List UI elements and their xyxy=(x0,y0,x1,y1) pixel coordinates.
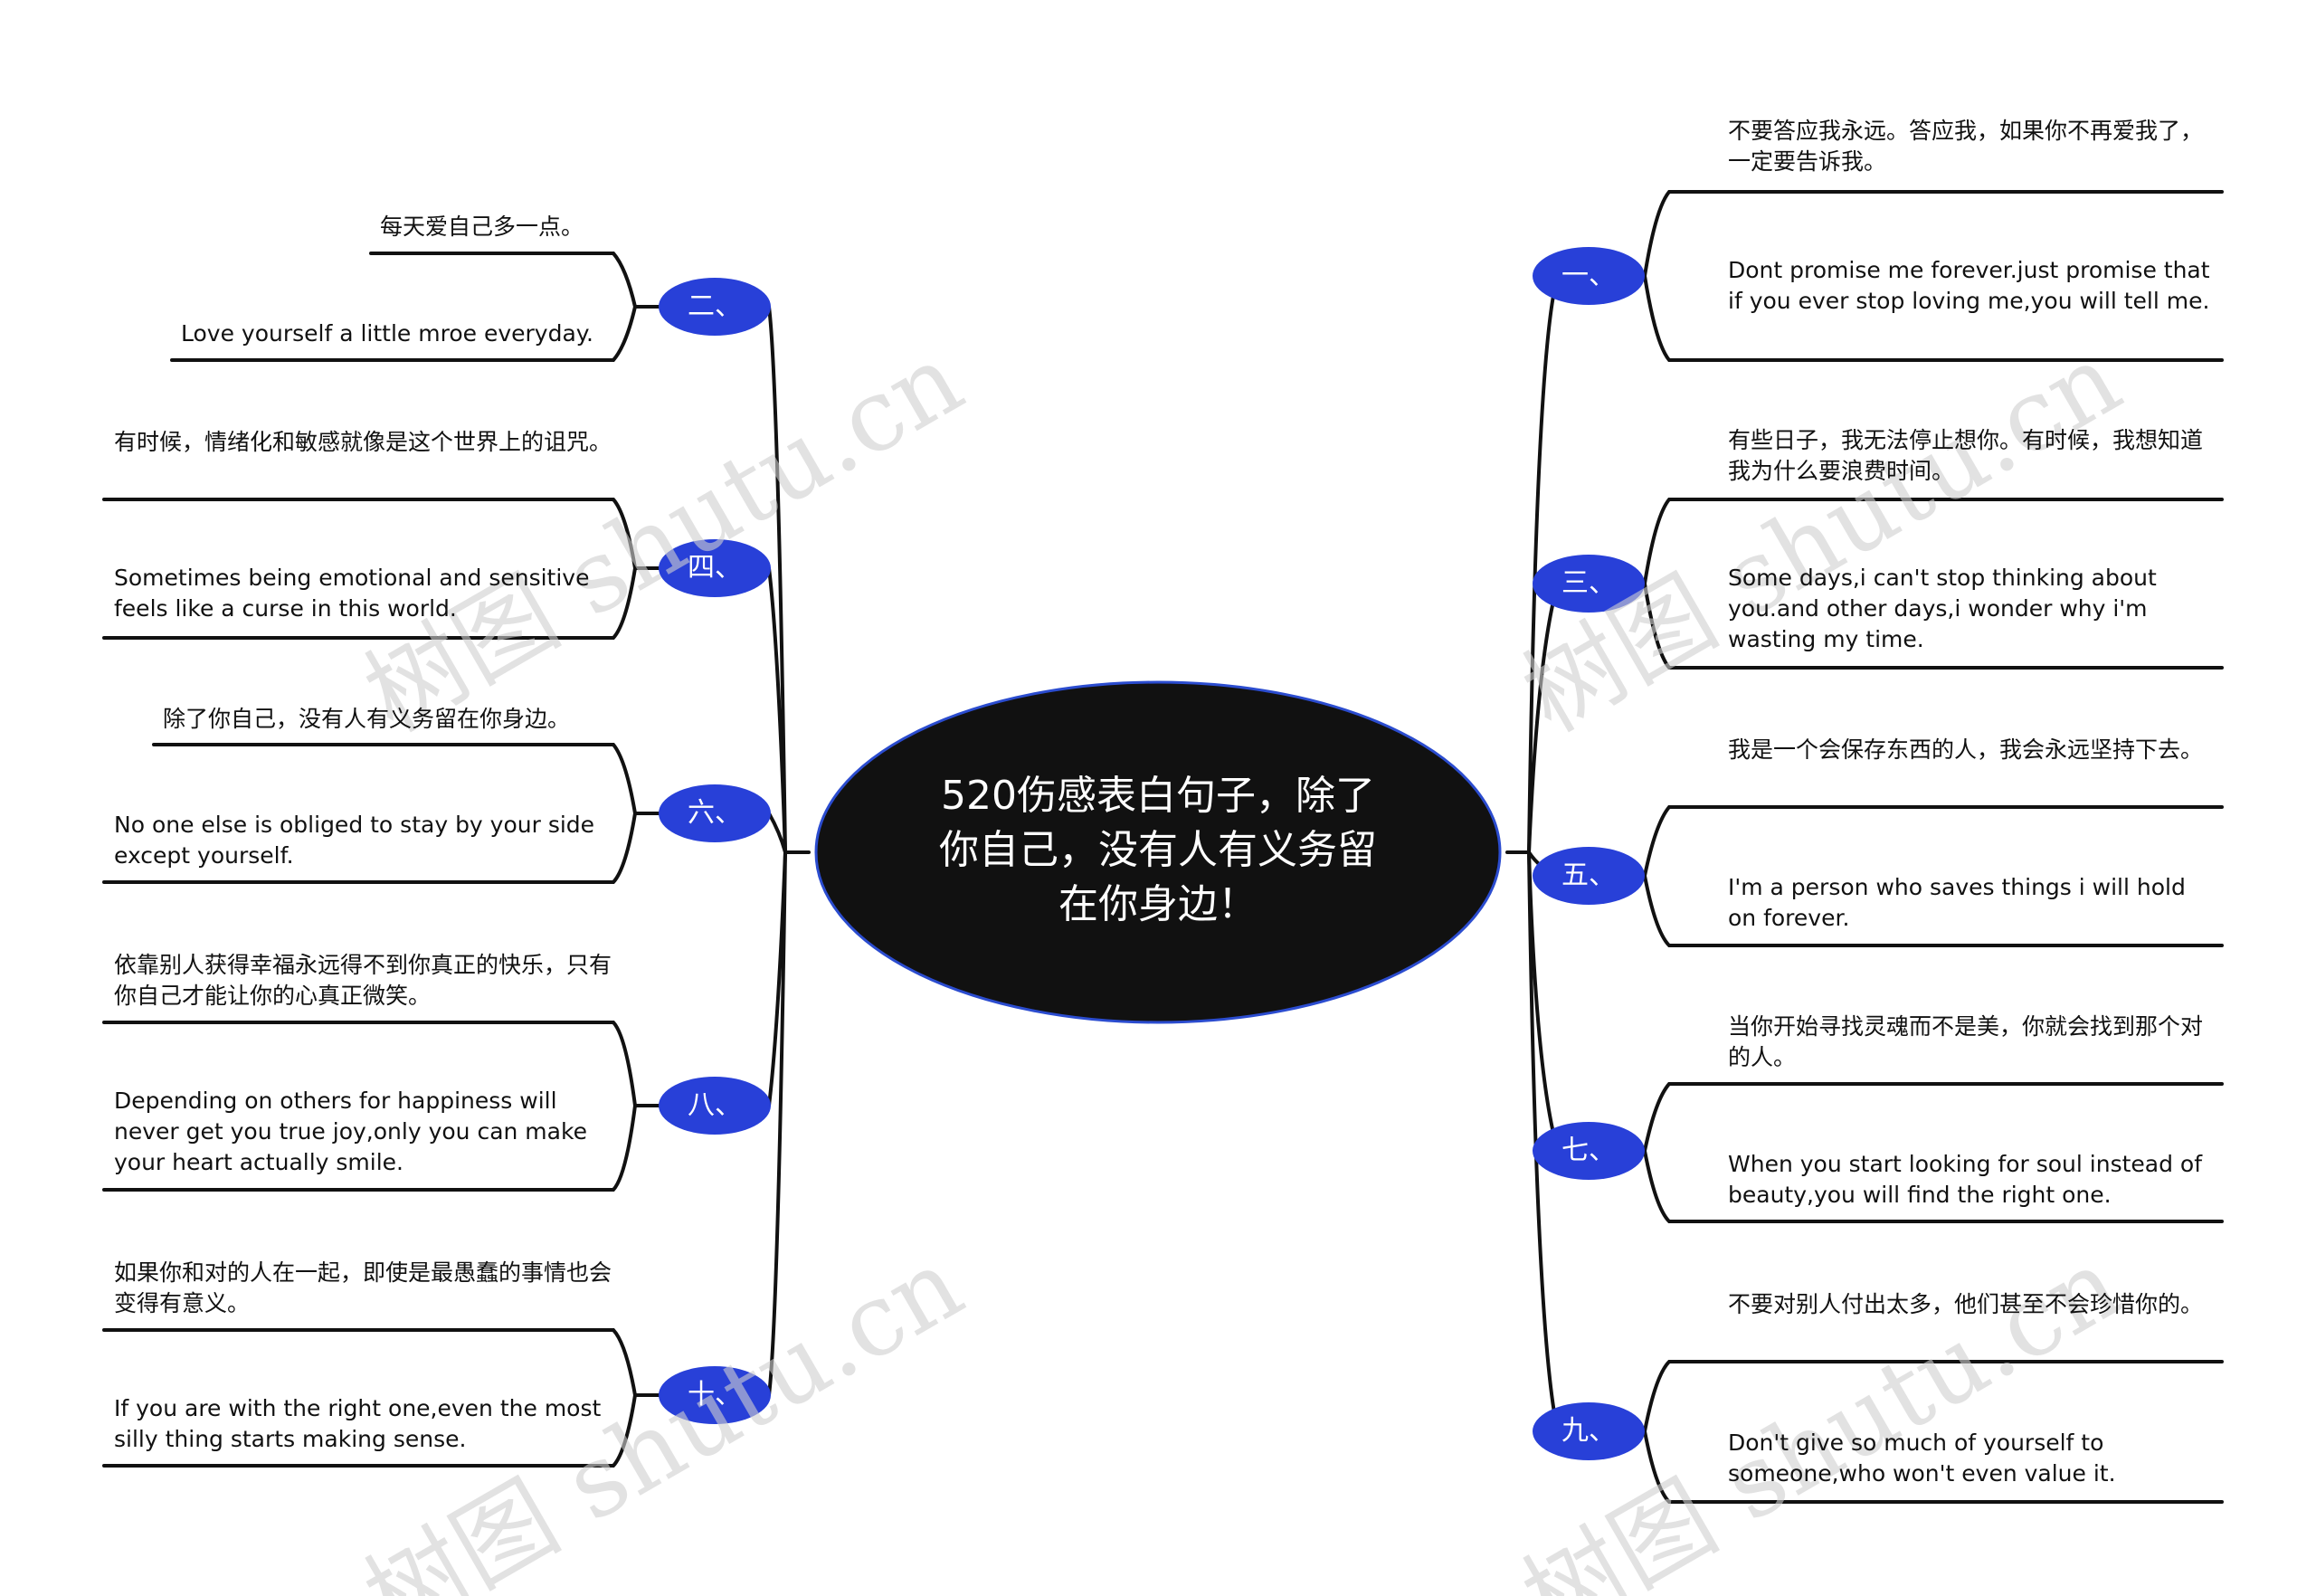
connector-lines xyxy=(102,190,2224,1504)
leaf-zh-10: 如果你和对的人在一起，即使是最愚蠢的事情也会变得有意义。 xyxy=(114,1259,612,1316)
branch-label-10: 十、 xyxy=(688,1379,742,1411)
branch-label-8: 八、 xyxy=(688,1089,742,1121)
leaf-zh-1: 不要答应我永远。答应我，如果你不再爱我了，一定要告诉我。 xyxy=(1728,118,2204,175)
leaf-en-4: Sometimes being emotional and sensitive … xyxy=(114,565,590,622)
leaf-lines-2 xyxy=(170,252,660,362)
branch-label-3: 三、 xyxy=(1561,567,1616,599)
connector-6 xyxy=(767,812,787,854)
leaf-zh-7: 当你开始寻找灵魂而不是美，你就会找到那个对的人。 xyxy=(1728,1013,2204,1070)
leaf-zh-6: 除了你自己，没有人有义务留在你身边。 xyxy=(163,706,571,732)
leaf-en-2: Love yourself a little mroe everyday. xyxy=(181,320,593,347)
leaf-lines-8 xyxy=(102,1021,660,1192)
leaf-lines-6 xyxy=(102,743,660,884)
leaf-en-3: Some days,i can't stop thinking about yo… xyxy=(1728,565,2157,652)
branch-label-6: 六、 xyxy=(688,797,742,829)
branch-node-5 xyxy=(1533,847,1645,905)
connector-10 xyxy=(767,850,787,1397)
leaf-en-9: Don't give so much of yourself to someon… xyxy=(1728,1430,2116,1487)
leaf-en-6: No one else is obliged to stay by your s… xyxy=(114,812,595,869)
leaf-en-5: I'm a person who saves things i will hol… xyxy=(1728,874,2186,931)
leaf-zh-8: 依靠别人获得幸福永远得不到你真正的快乐，只有你自己才能让你的心真正微笑。 xyxy=(114,952,612,1009)
branch-node-4 xyxy=(659,539,771,597)
branch-label-1: 一、 xyxy=(1561,260,1616,291)
connector-4 xyxy=(767,566,787,854)
leaf-en-8: Depending on others for happiness will n… xyxy=(114,1088,587,1175)
branch-label-9: 九、 xyxy=(1561,1415,1616,1447)
leaf-zh-3: 有些日子，我无法停止想你。有时候，我想知道我为什么要浪费时间。 xyxy=(1728,427,2204,484)
connector-1 xyxy=(1527,274,1560,854)
branch-node-8 xyxy=(659,1077,771,1135)
leaf-zh-2: 每天爱自己多一点。 xyxy=(380,214,584,240)
branch-label-5: 五、 xyxy=(1561,860,1616,891)
leaf-zh-5: 我是一个会保存东西的人，我会永远坚持下去。 xyxy=(1728,736,2204,763)
branch-node-3 xyxy=(1533,555,1645,613)
branch-label-4: 四、 xyxy=(688,552,742,584)
leaf-lines-10 xyxy=(102,1328,660,1468)
branch-label-7: 七、 xyxy=(1561,1135,1616,1166)
branch-node-10 xyxy=(659,1366,771,1424)
branch-node-7 xyxy=(1533,1122,1645,1180)
connector-9 xyxy=(1527,850,1560,1433)
leaf-zh-9: 不要对别人付出太多，他们甚至不会珍惜你的。 xyxy=(1728,1291,2204,1317)
leaf-zh-4: 有时候，情绪化和敏感就像是这个世界上的诅咒。 xyxy=(114,429,612,455)
branch-node-1 xyxy=(1533,247,1645,305)
leaf-en-7: When you start looking for soul instead … xyxy=(1728,1151,2203,1208)
connector-2 xyxy=(767,305,787,854)
central-topic-text: 520伤感表白句子，除了你自己，没有人有义务留在你身边！ xyxy=(939,773,1377,927)
branch-label-2: 二、 xyxy=(688,290,742,322)
branch-node-6 xyxy=(659,784,771,842)
central-topic-shape xyxy=(814,680,1502,1024)
branch-nodes xyxy=(659,247,1645,1460)
leaf-en-10: If you are with the right one,even the m… xyxy=(114,1395,602,1452)
branch-node-2 xyxy=(659,278,771,336)
leaf-lines-4 xyxy=(102,498,660,640)
leaf-en-1: Dont promise me forever.just promise tha… xyxy=(1728,257,2210,314)
branch-node-9 xyxy=(1533,1402,1645,1460)
